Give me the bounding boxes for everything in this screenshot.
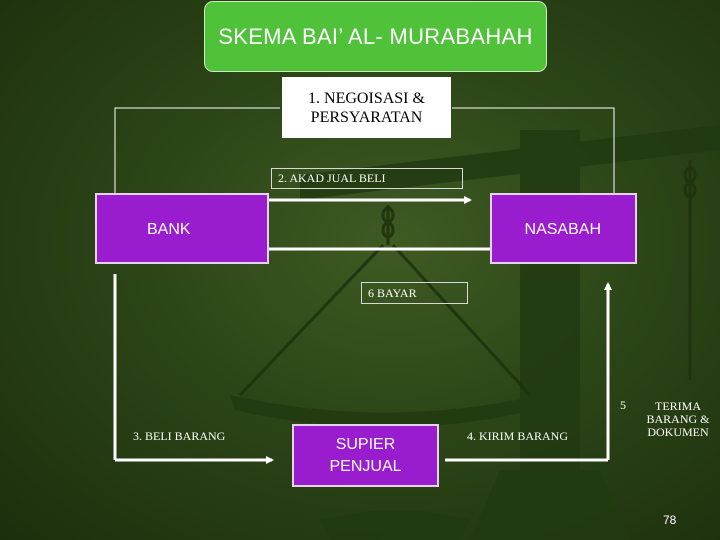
akad-label: 2. AKAD JUAL BELI — [271, 168, 463, 189]
scale-chains — [238, 160, 697, 397]
supplier-line-1: SUPIER — [335, 435, 396, 453]
supplier-line-2: PENJUAL — [329, 457, 402, 475]
bank-label: BANK — [147, 221, 191, 238]
negotiation-left-line — [114, 107, 280, 193]
bayar-label: 6 BAYAR — [361, 282, 468, 304]
beli-label: 3. BELI BARANG — [133, 429, 226, 443]
negotiation-line-1: 1. NEGOISASI & — [308, 89, 425, 107]
diagram-title: SKEMA BAI’ AL- MURABAHAH — [204, 1, 547, 72]
kirim-label: 4. KIRIM BARANG — [467, 429, 569, 443]
page-number: 78 — [663, 513, 677, 527]
terima-label: TERIMA BARANG & DOKUMEN — [646, 399, 710, 439]
nasabah-label: NASABAH — [524, 221, 601, 238]
bank-node: BANK — [95, 193, 269, 264]
supplier-node: SUPIER PENJUAL — [292, 424, 439, 487]
negotiation-step-box: 1. NEGOISASI & PERSYARATAN — [282, 77, 451, 138]
terima-step-number: 5 — [620, 398, 626, 412]
negotiation-right-line — [452, 107, 615, 193]
negotiation-line-2: PERSYARATAN — [310, 108, 423, 126]
negotiation-connectors — [114, 107, 615, 193]
nasabah-node: NASABAH — [490, 193, 637, 264]
